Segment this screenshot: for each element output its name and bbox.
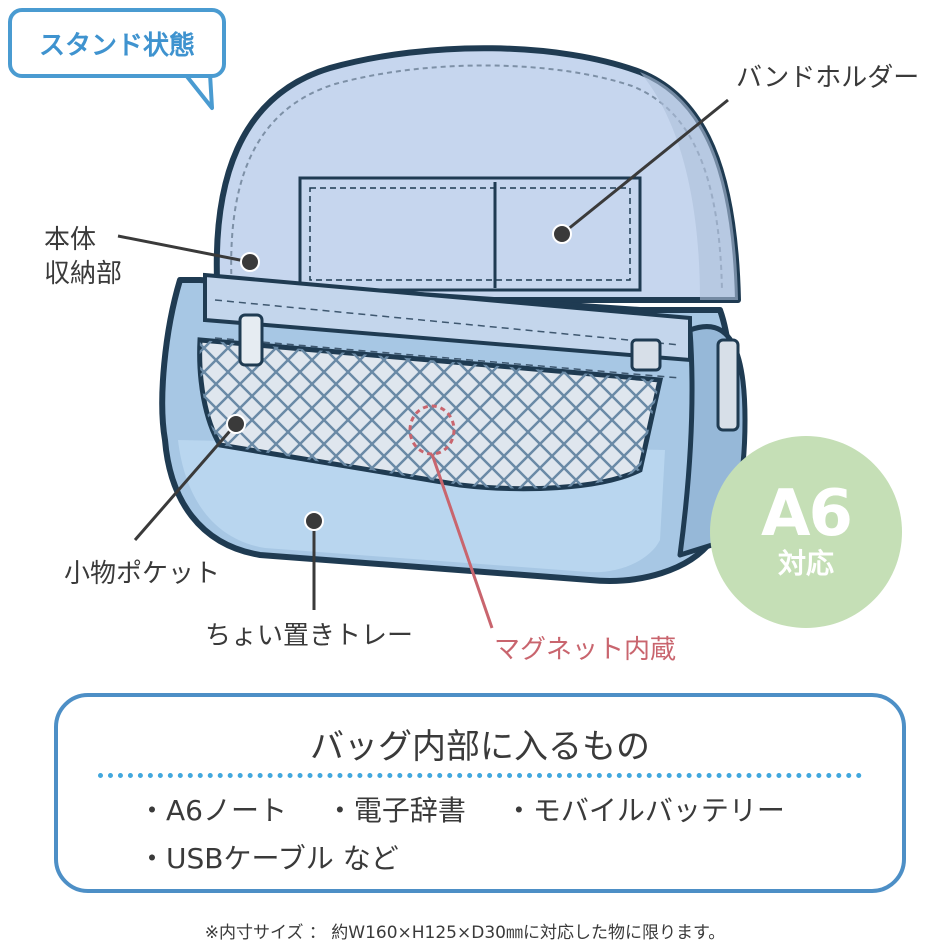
content-item: ・USBケーブル など xyxy=(138,842,399,875)
magnet-marker xyxy=(408,404,456,456)
contents-box: バッグ内部に入るもの ・A6ノート ・電子辞書 ・モバイルバッテリー ・USBケ… xyxy=(54,693,906,893)
label-main-storage-2: 収納部 xyxy=(44,259,123,289)
content-item: ・A6ノート xyxy=(138,794,287,827)
label-band-holder: バンドホルダー xyxy=(736,63,920,93)
badge-text: 対応 xyxy=(777,546,834,580)
label-tray: ちょい置きトレー xyxy=(205,621,414,651)
label-main-storage-1: 本体 xyxy=(44,225,97,255)
badge-size: A6 xyxy=(760,476,853,551)
bubble-text: スタンド状態 xyxy=(38,30,195,61)
band-holder xyxy=(298,176,642,292)
dot-band-holder xyxy=(552,224,572,244)
pencase-illustration xyxy=(117,45,748,629)
leader-magnet xyxy=(430,453,494,629)
stand-mode-bubble: スタンド状態 xyxy=(8,8,226,78)
contents-row-2: ・USBケーブル など xyxy=(138,837,429,877)
zipper-pull-left xyxy=(238,313,264,367)
leader-band-holder xyxy=(561,98,729,236)
label-magnet: マグネット内蔵 xyxy=(494,635,677,665)
content-item: ・電子辞書 xyxy=(325,794,466,827)
a6-badge: A6 対応 xyxy=(710,436,902,628)
leader-small-pocket xyxy=(133,423,238,541)
zipper-pull-right xyxy=(716,338,740,432)
size-note: ※内寸サイズ ： 約W160×H125×D30㎜に対応した物に限ります。 xyxy=(204,923,726,943)
label-small-pocket: 小物ポケット xyxy=(64,559,221,589)
content-item: ・モバイルバッテリー xyxy=(504,794,785,827)
contents-row-1: ・A6ノート ・電子辞書 ・モバイルバッテリー xyxy=(138,789,815,829)
leader-main-storage xyxy=(117,234,251,264)
dotted-divider xyxy=(98,773,862,778)
dot-small-pocket xyxy=(226,414,246,434)
dot-tray xyxy=(304,511,324,531)
bubble-tail xyxy=(183,72,214,110)
contents-title: バッグ内部に入るもの xyxy=(310,727,650,767)
dot-main-storage xyxy=(240,252,260,272)
